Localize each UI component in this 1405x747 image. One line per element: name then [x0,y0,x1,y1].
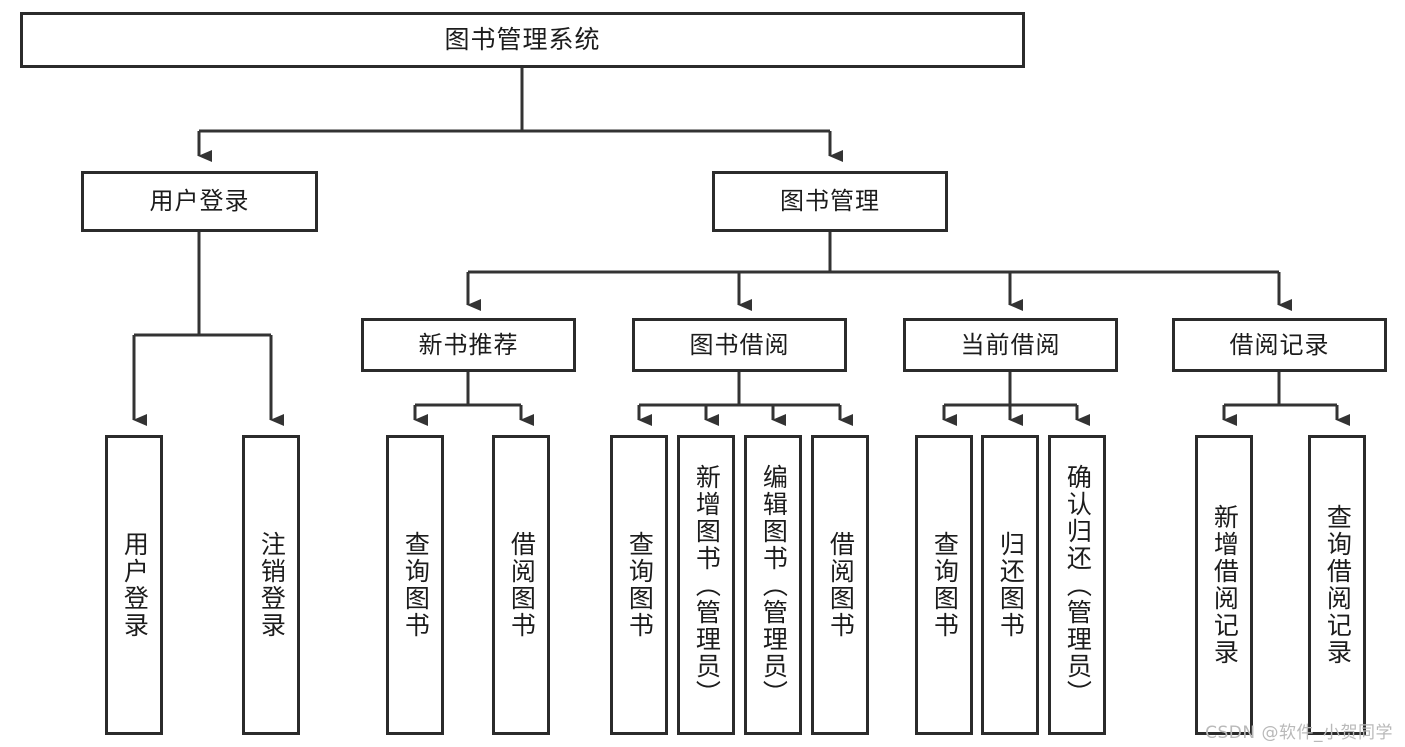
node-label: 借阅图书 [507,531,537,639]
leaf-borrow-book-new-rec[interactable]: 借阅图书 [492,435,550,735]
leaf-return-book[interactable]: 归还图书 [981,435,1039,735]
node-current-borrow[interactable]: 当前借阅 [903,318,1118,372]
node-label: 图书借阅 [689,330,790,359]
node-label: 图书管理系统 [444,25,601,54]
leaf-borrow-book[interactable]: 借阅图书 [811,435,869,735]
node-label: 查询图书 [625,531,655,639]
node-borrow-record[interactable]: 借阅记录 [1172,318,1387,372]
watermark-text: CSDN @软件_小贺同学 [1205,723,1393,743]
leaf-add-borrow-record[interactable]: 新增借阅记录 [1195,435,1253,735]
node-book-management[interactable]: 图书管理 [712,171,948,232]
node-book-borrow[interactable]: 图书借阅 [632,318,847,372]
node-user-login[interactable]: 用户登录 [81,171,318,232]
node-label: 用户登录 [120,531,150,639]
leaf-query-book-current[interactable]: 查询图书 [915,435,973,735]
node-label: 确认归还（管理员） [1063,463,1093,707]
node-label: 查询图书 [401,531,431,639]
node-label: 新增借阅记录 [1210,504,1240,666]
leaf-add-book[interactable]: 新增图书（管理员） [677,435,735,735]
leaf-confirm-return[interactable]: 确认归还（管理员） [1048,435,1106,735]
node-label: 借阅记录 [1229,330,1330,359]
leaf-query-borrow-record[interactable]: 查询借阅记录 [1308,435,1366,735]
node-label: 查询借阅记录 [1323,504,1353,666]
node-label: 新书推荐 [418,330,519,359]
leaf-query-book-borrow[interactable]: 查询图书 [610,435,668,735]
node-label: 当前借阅 [960,330,1061,359]
node-label: 注销登录 [257,531,287,639]
node-label: 编辑图书（管理员） [759,463,789,707]
node-label: 新增图书（管理员） [692,463,722,707]
node-label: 用户登录 [149,187,250,216]
node-new-book-recommend[interactable]: 新书推荐 [361,318,576,372]
node-label: 图书管理 [780,187,880,216]
node-root-book-management-system[interactable]: 图书管理系统 [20,12,1025,68]
leaf-user-login[interactable]: 用户登录 [105,435,163,735]
node-label: 查询图书 [930,531,960,639]
node-label: 借阅图书 [826,531,856,639]
leaf-edit-book[interactable]: 编辑图书（管理员） [744,435,802,735]
leaf-user-logout[interactable]: 注销登录 [242,435,300,735]
node-label: 归还图书 [996,531,1026,639]
leaf-query-book-new-rec[interactable]: 查询图书 [386,435,444,735]
